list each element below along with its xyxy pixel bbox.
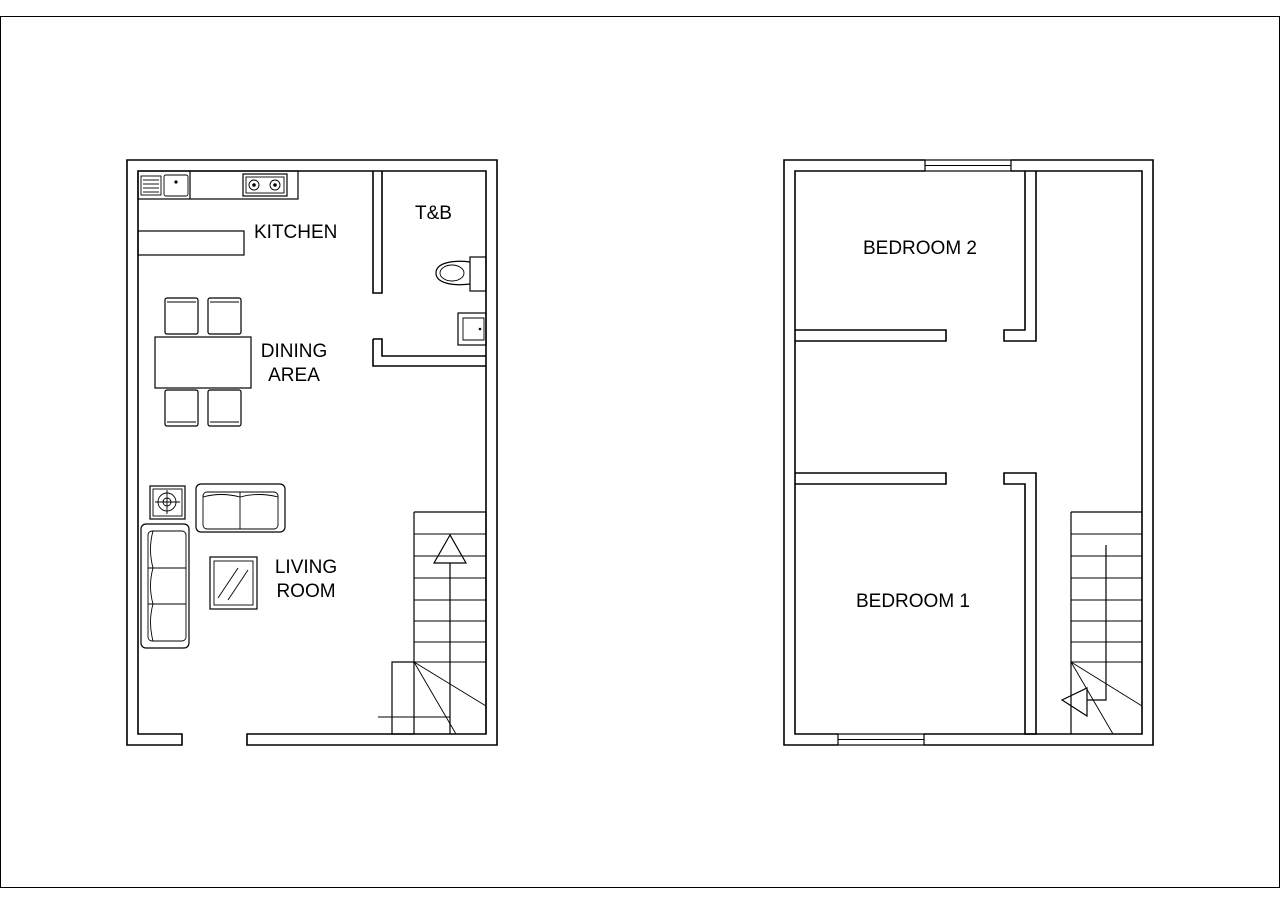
bedroom1-label: BEDROOM 1 [856, 591, 970, 612]
chair-icon [207, 297, 242, 335]
second-floor-walls [783, 159, 1154, 746]
kitchen-counter [137, 170, 299, 200]
stair-arrow-icon [432, 533, 468, 564]
kitchen-island [137, 230, 245, 256]
table-icon [154, 336, 252, 389]
stair-arrow-icon [1060, 687, 1088, 718]
second-floor-plan: BEDROOM 2 BEDROOM 1 [783, 159, 1154, 746]
window-icon [924, 159, 1012, 172]
lamp-icon [149, 485, 186, 520]
sheet-border [0, 16, 1280, 888]
living-label-line1: LIVING [275, 557, 337, 578]
chair-icon [207, 389, 242, 427]
sink-icon [140, 174, 189, 197]
sofa-icon [140, 523, 190, 649]
dining-chairs [164, 297, 242, 427]
chair-icon [164, 389, 199, 427]
tb-lower-wall [372, 338, 486, 367]
toilet-icon [435, 256, 487, 292]
dining-label-line1: DINING [261, 341, 328, 362]
kitchen-tb-partition [372, 171, 383, 294]
tb-label: T&B [415, 203, 452, 224]
coffee-table-icon [209, 556, 258, 610]
living-label-line2: ROOM [276, 581, 335, 602]
kitchen-label: KITCHEN [254, 222, 337, 243]
second-stair [1060, 511, 1143, 735]
sofa-icon [195, 483, 286, 533]
window-icon [837, 733, 925, 746]
ground-floor-plan: KITCHEN T&B DINING AREA LIVING ROOM [126, 159, 498, 746]
bedroom2-label: BEDROOM 2 [863, 238, 977, 259]
hallway-wall [1003, 171, 1037, 342]
bedroom1-top-wall [795, 472, 947, 485]
ground-stair [378, 511, 487, 735]
hallway-lower-wall [1003, 472, 1037, 735]
bedroom2-bottom-wall [795, 329, 947, 342]
lavatory-icon [457, 312, 487, 346]
stove-icon [242, 173, 288, 197]
dining-label-line2: AREA [268, 365, 320, 386]
ground-floor-walls [126, 159, 498, 746]
chair-icon [164, 297, 199, 335]
